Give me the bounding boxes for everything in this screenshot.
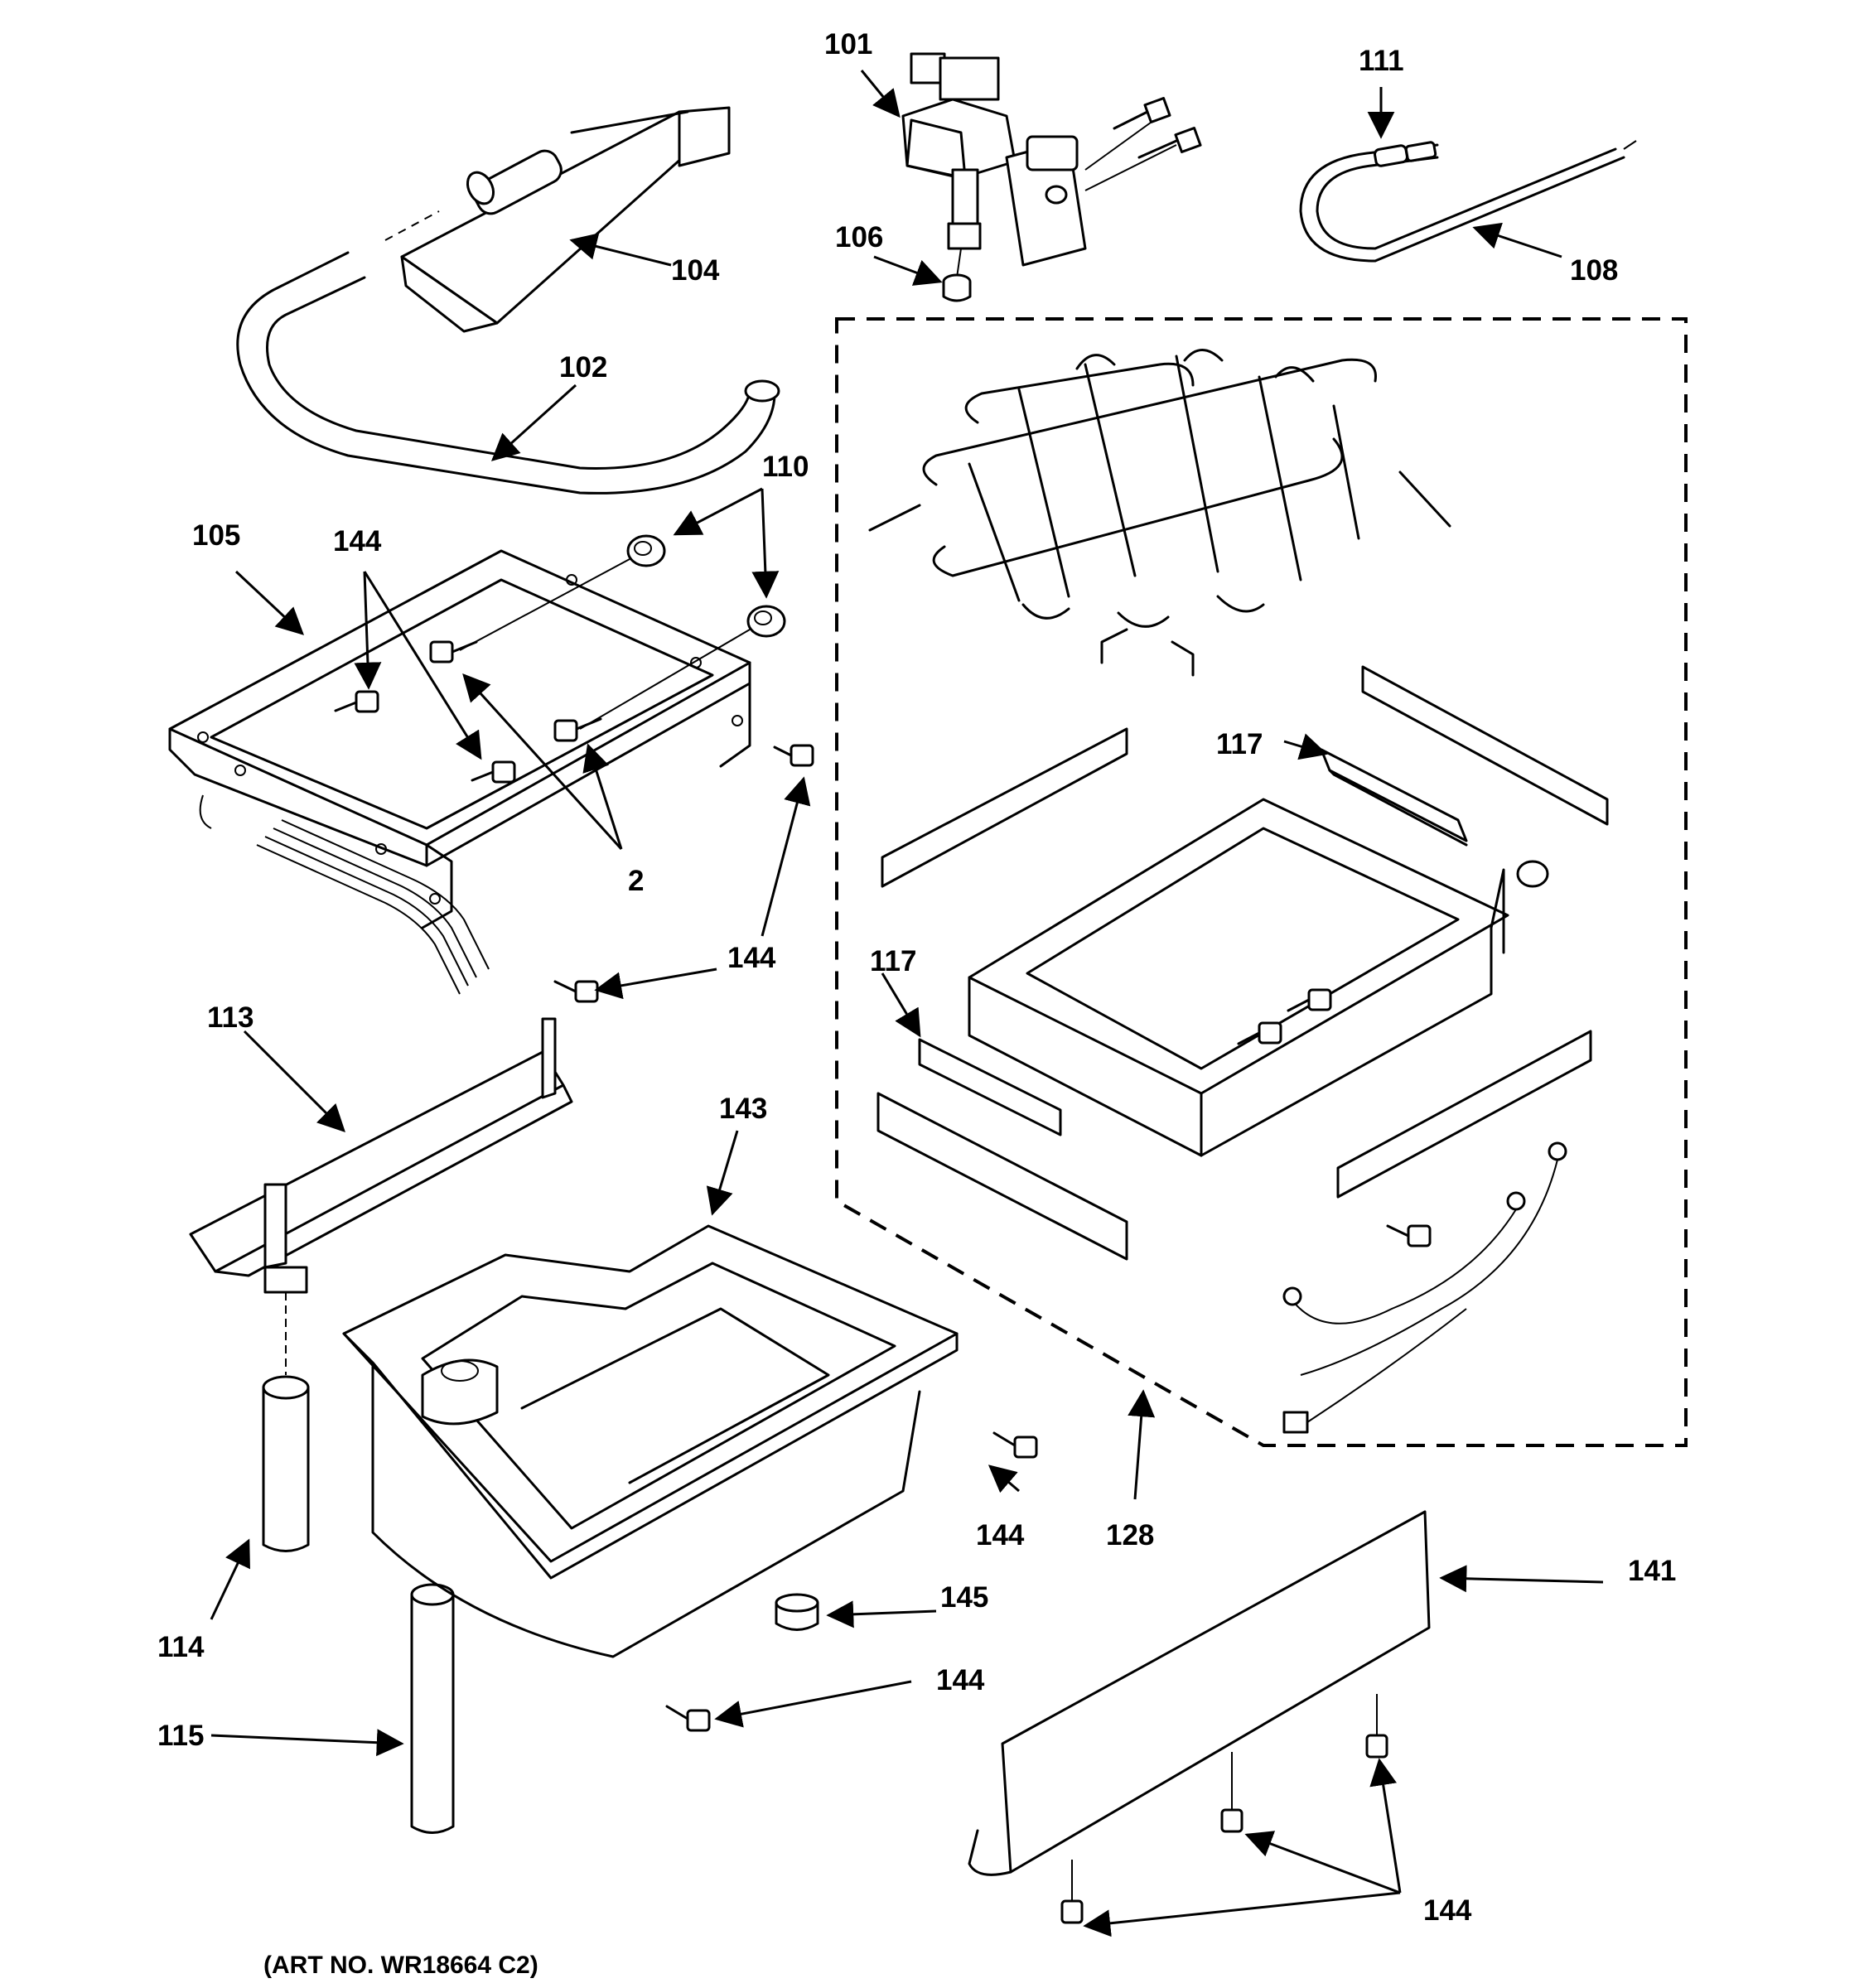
- label-143: 143: [719, 1093, 767, 1125]
- label-114: 114: [157, 1631, 205, 1663]
- fill-cup-104: [400, 106, 731, 333]
- label-128: 128: [1106, 1519, 1154, 1551]
- ice-mold-tray: [968, 798, 1549, 1157]
- label-2: 2: [628, 865, 644, 897]
- mold-bracket-117-top: [1320, 748, 1468, 847]
- label-141: 141: [1628, 1555, 1676, 1587]
- frame-screw-e: [773, 744, 814, 767]
- assembly-128-dashed-boundary: [835, 317, 1688, 1447]
- label-102: 102: [559, 351, 607, 384]
- frame-screw-b: [553, 717, 602, 742]
- label-106: 106: [835, 221, 883, 253]
- water-valve-101: [901, 52, 1087, 267]
- label-144-bucket: 144: [976, 1519, 1025, 1551]
- art-number: (ART NO. WR18664 C2): [263, 1952, 538, 1979]
- bucket-screw-right: [992, 1431, 1038, 1459]
- nut-106: [942, 248, 972, 302]
- label-144-top: 144: [333, 525, 382, 557]
- frame-screw-a: [429, 640, 478, 663]
- label-144-shield: 144: [1423, 1894, 1472, 1927]
- leader-lines: [210, 70, 1604, 1937]
- heater-leads: [199, 794, 490, 995]
- tube-115: [410, 1583, 455, 1834]
- ice-bucket-143: [342, 1224, 959, 1658]
- shield-screw-3: [1060, 1860, 1084, 1924]
- mold-frame-105: [168, 549, 751, 929]
- side-rail-rear-right: [1361, 665, 1609, 826]
- label-144-bottom: 144: [936, 1664, 985, 1696]
- label-115: 115: [157, 1720, 204, 1752]
- label-105: 105: [192, 519, 240, 552]
- mold-screw: [1287, 988, 1332, 1012]
- fill-tube-108: [1299, 140, 1637, 263]
- label-144-mid: 144: [727, 942, 776, 974]
- grommet-110-upper: [626, 534, 666, 567]
- frame-screw-d: [471, 760, 516, 784]
- shield-141: [968, 1510, 1431, 1876]
- valve-screw-lower: [1084, 127, 1202, 191]
- mold-bracket-117-front: [918, 1038, 1062, 1136]
- frame-screw-c: [334, 690, 379, 713]
- label-113: 113: [207, 1001, 254, 1034]
- support-113: [189, 1017, 573, 1294]
- valve-screw-upper: [1084, 97, 1171, 171]
- grommet-110-lower: [746, 605, 786, 638]
- harness-wires: [1282, 1141, 1567, 1434]
- shield-screw-1: [1365, 1694, 1388, 1759]
- label-101: 101: [824, 28, 872, 60]
- bucket-screw-bottom: [665, 1705, 711, 1732]
- side-rail-front-left: [876, 1092, 1128, 1261]
- rail-screw: [1386, 1224, 1432, 1247]
- label-117-front: 117: [870, 945, 916, 977]
- hose-102: [236, 210, 780, 495]
- label-110: 110: [762, 451, 809, 483]
- label-117-top: 117: [1216, 728, 1263, 760]
- tube-fitting-111: [1374, 141, 1437, 167]
- tube-114: [262, 1375, 310, 1552]
- side-rail-front-right: [1336, 1030, 1592, 1199]
- mold-screw-2: [1237, 1021, 1282, 1045]
- side-rail-rear-left: [881, 727, 1128, 888]
- label-145: 145: [940, 1581, 988, 1614]
- foot-145: [775, 1593, 819, 1631]
- heater-grid: [868, 349, 1451, 677]
- frame-screw-f: [553, 980, 599, 1003]
- label-111: 111: [1359, 45, 1404, 77]
- label-108: 108: [1570, 254, 1618, 287]
- label-104: 104: [671, 254, 720, 287]
- shield-screw-2: [1220, 1752, 1243, 1833]
